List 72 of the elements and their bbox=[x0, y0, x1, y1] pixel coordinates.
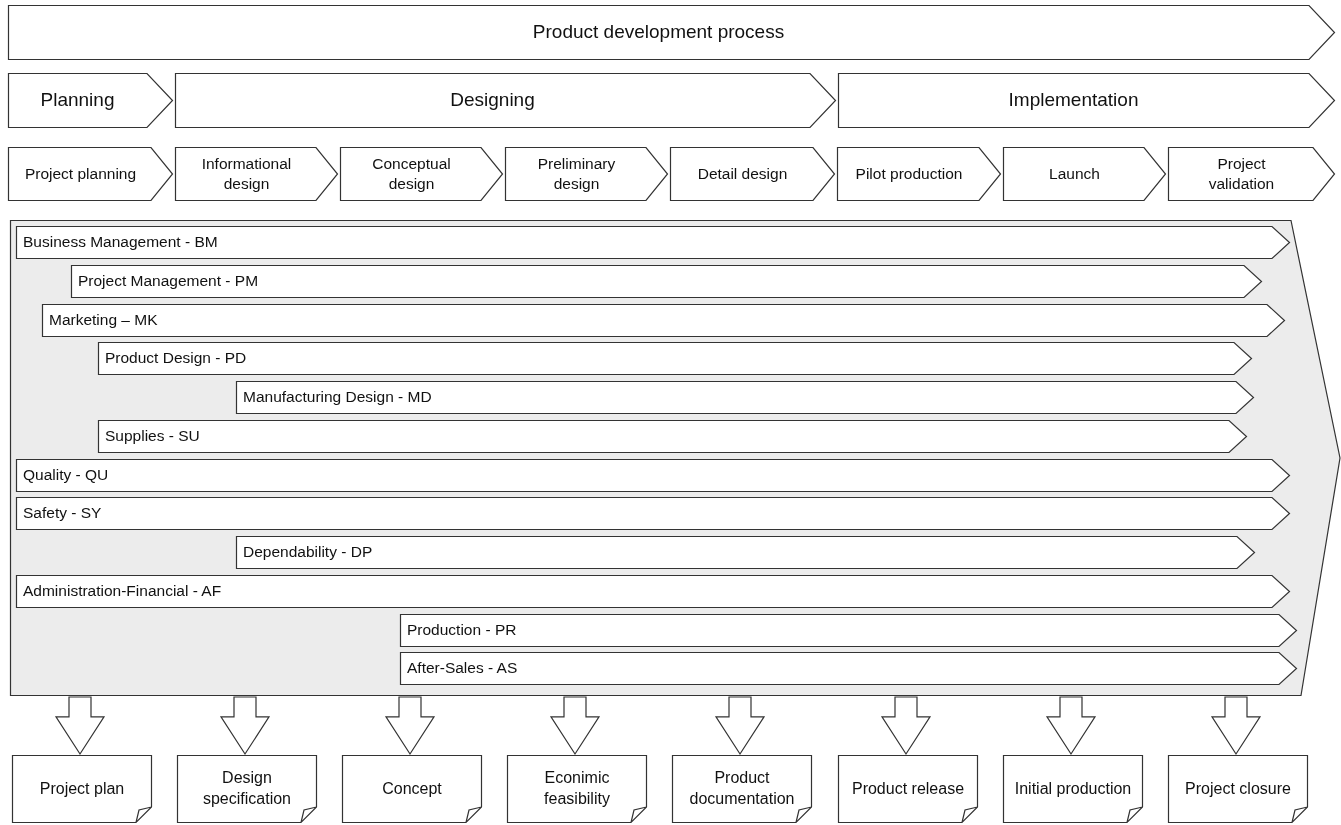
step-label: Conceptual design bbox=[371, 153, 452, 194]
block-arrow bbox=[1210, 696, 1262, 756]
process-banner bbox=[8, 5, 1335, 60]
step-label: Project validation bbox=[1207, 153, 1276, 194]
step-banner bbox=[1168, 147, 1335, 201]
area-band bbox=[42, 304, 1285, 337]
area-label: Dependability - DP bbox=[243, 542, 373, 563]
area-label: After-Sales - AS bbox=[407, 658, 518, 679]
step-banner bbox=[505, 147, 668, 201]
area-band bbox=[98, 342, 1252, 375]
document-box bbox=[507, 755, 647, 823]
step-banner bbox=[837, 147, 1001, 201]
step-banner bbox=[1003, 147, 1166, 201]
document-box bbox=[12, 755, 152, 823]
document-label: Design specification bbox=[201, 768, 292, 809]
document-label: Econimic feasibility bbox=[543, 768, 611, 809]
background-panel bbox=[10, 220, 1341, 696]
area-label: Marketing – MK bbox=[49, 310, 158, 331]
banner-title: Product development process bbox=[532, 20, 785, 45]
step-label: Preliminary design bbox=[536, 153, 617, 194]
document-label: Product documentation bbox=[688, 768, 796, 809]
document-box bbox=[177, 755, 317, 823]
area-label: Supplies - SU bbox=[105, 426, 200, 447]
block-arrow bbox=[219, 696, 271, 756]
phase-label: Implementation bbox=[1008, 88, 1139, 113]
document-box bbox=[672, 755, 812, 823]
area-band bbox=[71, 265, 1262, 298]
area-band bbox=[16, 575, 1290, 608]
document-box bbox=[1003, 755, 1143, 823]
document-label: Initial production bbox=[1014, 778, 1132, 799]
step-label: Informational design bbox=[200, 153, 293, 194]
area-label: Product Design - PD bbox=[105, 348, 247, 369]
document-label: Product release bbox=[851, 778, 965, 799]
area-band bbox=[16, 226, 1290, 259]
phase-label: Planning bbox=[40, 88, 115, 113]
phase-banner bbox=[8, 73, 173, 128]
block-arrow bbox=[1045, 696, 1097, 756]
document-box bbox=[342, 755, 482, 823]
document-label: Project closure bbox=[1185, 778, 1291, 799]
step-banner bbox=[175, 147, 338, 201]
area-label: Quality - QU bbox=[23, 465, 109, 486]
area-band bbox=[400, 652, 1297, 685]
area-band bbox=[236, 381, 1254, 414]
area-label: Safety - SY bbox=[23, 503, 102, 524]
step-banner bbox=[8, 147, 173, 201]
document-box bbox=[1168, 755, 1308, 823]
area-band bbox=[16, 497, 1290, 530]
block-arrow bbox=[54, 696, 106, 756]
area-band bbox=[98, 420, 1247, 453]
area-label: Business Management - BM bbox=[23, 232, 218, 253]
block-arrow bbox=[880, 696, 932, 756]
area-label: Manufacturing Design - MD bbox=[243, 387, 432, 408]
step-label: Launch bbox=[1049, 163, 1100, 184]
area-band bbox=[400, 614, 1297, 647]
step-label: Detail design bbox=[697, 163, 788, 184]
area-label: Production - PR bbox=[407, 620, 517, 641]
block-arrow bbox=[384, 696, 436, 756]
step-banner bbox=[670, 147, 835, 201]
step-banner bbox=[340, 147, 503, 201]
step-label: Project planning bbox=[24, 163, 137, 184]
area-band bbox=[16, 459, 1290, 492]
area-band bbox=[236, 536, 1255, 569]
phase-banner bbox=[838, 73, 1335, 128]
phase-label: Designing bbox=[450, 88, 535, 113]
document-label: Concept bbox=[382, 778, 442, 799]
block-arrow bbox=[714, 696, 766, 756]
area-label: Administration-Financial - AF bbox=[23, 581, 222, 602]
area-label: Project Management - PM bbox=[78, 271, 259, 292]
document-box bbox=[838, 755, 978, 823]
step-label: Pilot production bbox=[855, 163, 963, 184]
block-arrow bbox=[549, 696, 601, 756]
document-label: Project plan bbox=[39, 778, 125, 799]
